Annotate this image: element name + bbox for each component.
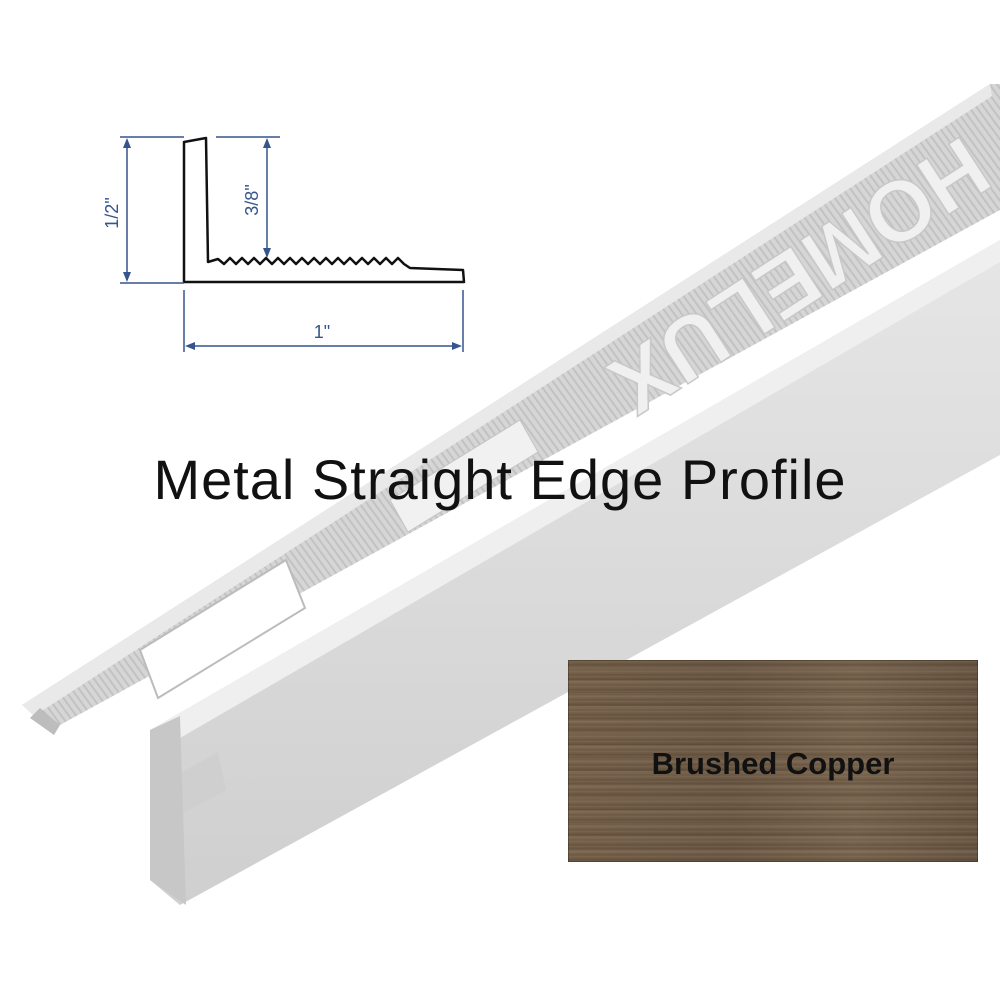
- finish-label: Brushed Copper: [651, 746, 895, 781]
- profile-section-outline: [182, 136, 466, 284]
- height-dimension-label: 1/2": [102, 197, 122, 228]
- width-dimension-label: 1": [314, 322, 330, 342]
- product-title: Metal Straight Edge Profile: [153, 448, 847, 511]
- inner-height-dimension-label: 3/8": [242, 184, 262, 215]
- finish-swatch: Brushed Copper: [568, 660, 978, 862]
